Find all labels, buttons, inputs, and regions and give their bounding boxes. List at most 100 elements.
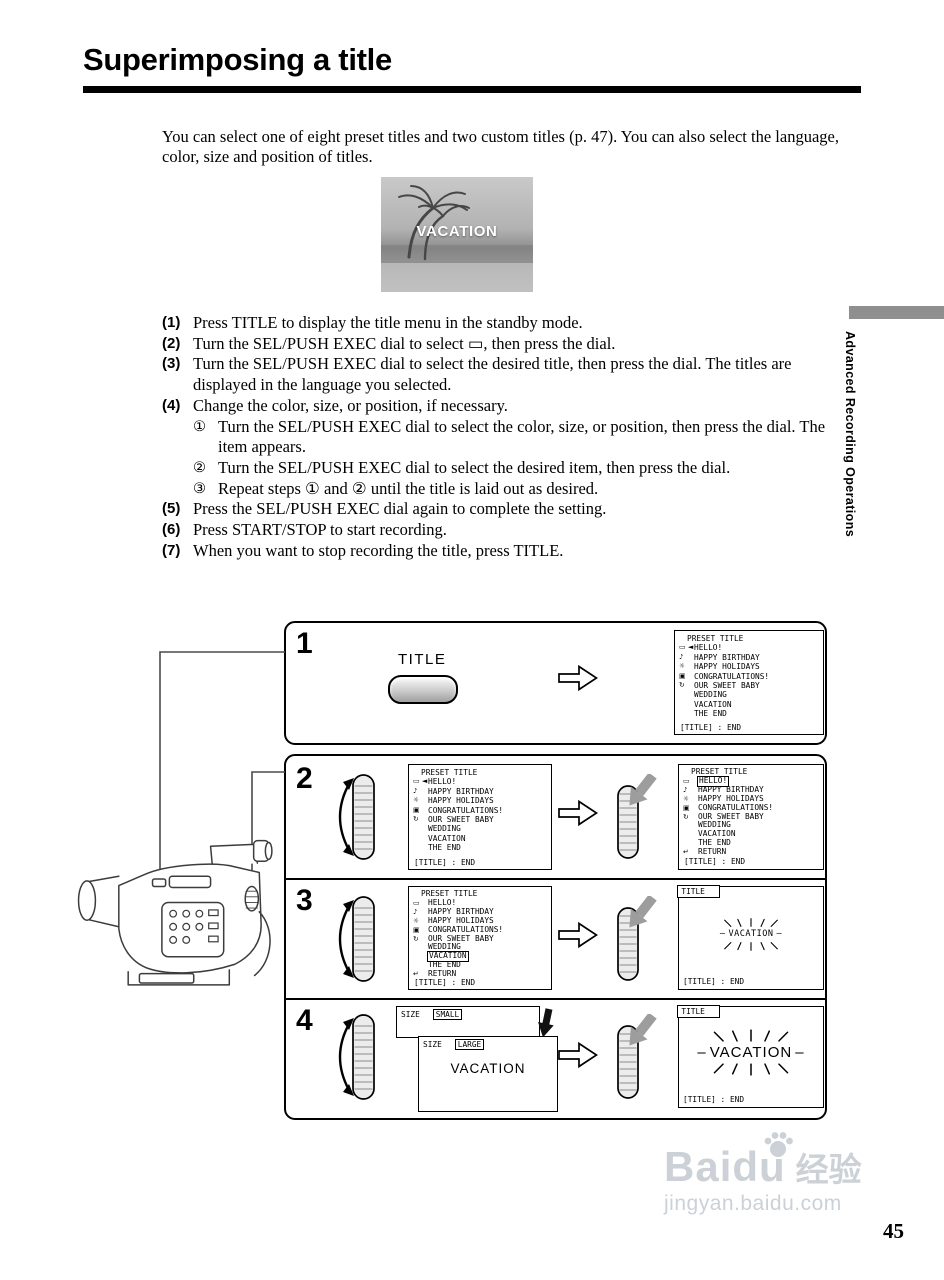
menu-row: ↻ OUR SWEET BABY <box>683 811 820 822</box>
menu-row: ☼ HAPPY HOLIDAYS <box>413 915 548 926</box>
step-text: Press the SEL/PUSH EXEC dial again to co… <box>193 499 607 519</box>
menu-item-icon: ♪ <box>683 785 688 794</box>
menu-item-label: HAPPY BIRTHDAY <box>694 652 760 662</box>
menu-item-label: HELLO! <box>694 643 723 653</box>
baidu-watermark: Bai du 经验 jingyan.baidu.com <box>664 1146 934 1216</box>
diagram-step-number: 3 <box>296 884 313 917</box>
arrow-right-icon <box>558 1040 598 1070</box>
menu-item-icon: ▭ <box>413 777 420 786</box>
title-rule <box>83 86 861 93</box>
menu-item-label: HAPPY BIRTHDAY <box>428 786 494 796</box>
sel-push-exec-dial-rotate-icon <box>336 1010 390 1104</box>
diagram-steps-2-4-box: 2 PRESET TITLE ▭ ◄ HELLO! ♪ HAPPY BIRTHD… <box>284 754 827 1120</box>
row-divider <box>286 998 825 1000</box>
size-value: LARGE <box>457 1040 482 1049</box>
section-tab-label: Advanced Recording Operations <box>843 331 857 538</box>
diagram-step-1-box: 1 TITLE PRESET TITLE ▭ ◄ HELLO! ♪ HAPPY … <box>284 621 827 745</box>
menu-item-label: CONGRATULATIONS! <box>694 671 770 681</box>
step-5: (5) Press the SEL/PUSH EXEC dial again t… <box>162 499 854 520</box>
screen-size-large: SIZE LARGE VACATION <box>418 1036 558 1112</box>
step-text: Press START/STOP to start recording. <box>193 520 447 540</box>
intro-paragraph: You can select one of eight preset title… <box>162 126 839 167</box>
menu-item-icon: ♪ <box>413 907 418 916</box>
menu-item-label: OUR SWEET BABY <box>428 815 494 825</box>
menu-row: THE END <box>413 960 548 970</box>
step-text-wrap: Change the color, size, or position, if … <box>193 396 854 500</box>
watermark-url: jingyan.baidu.com <box>664 1192 842 1215</box>
step-text: Change the color, size, or position, if … <box>193 395 508 415</box>
watermark-brand-cjk: 经验 <box>795 1150 862 1188</box>
title-button-label: TITLE <box>398 651 447 668</box>
menu-item-label: VACATION <box>698 829 736 839</box>
menu-item-label: WEDDING <box>428 824 461 834</box>
menu-row: VACATION <box>413 951 548 961</box>
blink-dash: – <box>719 929 726 939</box>
menu-item-icon: ↻ <box>413 934 419 943</box>
menu-item-icon: ▣ <box>679 671 686 680</box>
sample-photo: VACATION <box>381 177 533 292</box>
menu-list: ▭ ◄ HELLO! ♪ HAPPY BIRTHDAY ☼ HAPPY HOLI… <box>679 643 820 718</box>
menu-row: ♪ HAPPY BIRTHDAY <box>679 653 820 662</box>
menu-item-label: WEDDING <box>428 942 461 952</box>
menu-item-icon: ▭ <box>413 898 420 907</box>
substep-text: Turn the SEL/PUSH EXEC dial to select th… <box>218 457 731 477</box>
menu-item-icon: ↻ <box>413 815 419 824</box>
substep-number: ③ <box>193 480 206 497</box>
screen-title-vacation-large-blinking: TITLE –VACATION– [TITLE] : END <box>677 1005 824 1108</box>
blinking-title: –VACATION– <box>679 917 823 952</box>
diagram-step-number: 4 <box>296 1004 313 1037</box>
menu-item-label: HAPPY HOLIDAYS <box>694 662 760 672</box>
substep-3: ③ Repeat steps ① and ② until the title i… <box>193 479 854 500</box>
menu-item-label: HAPPY BIRTHDAY <box>698 784 764 794</box>
photo-title-overlay: VACATION <box>416 223 498 240</box>
menu-item-icon: ♪ <box>679 652 684 661</box>
screen-footer: [TITLE] : END <box>680 722 742 732</box>
menu-row: ▣ CONGRATULATIONS! <box>683 803 820 813</box>
menu-row: VACATION <box>683 829 820 839</box>
step-number: (2) <box>162 334 181 352</box>
step-2: (2) Turn the SEL/PUSH EXEC dial to selec… <box>162 334 854 355</box>
menu-item-icon: ☼ <box>683 794 690 803</box>
screen-footer: [TITLE] : END <box>683 1094 745 1104</box>
step-3: (3) Turn the SEL/PUSH EXEC dial to selec… <box>162 354 854 395</box>
menu-item-label: RETURN <box>428 969 457 979</box>
menu-item-label: THE END <box>428 843 461 853</box>
screen-preset-title-vacation-selected: PRESET TITLE ▭ HELLO! ♪ HAPPY BIRTHDAY ☼… <box>408 886 552 990</box>
step-number: (1) <box>162 314 181 331</box>
menu-item-label: VACATION <box>694 699 732 709</box>
menu-item-label: OUR SWEET BABY <box>428 933 494 943</box>
menu-item-icon: ▣ <box>413 805 420 814</box>
menu-item-label: HAPPY HOLIDAYS <box>698 793 764 803</box>
blink-dash: – <box>776 929 783 939</box>
title-tag: TITLE <box>677 885 720 899</box>
menu-row: ▣ CONGRATULATIONS! <box>413 924 548 935</box>
menu-item-icon: ♪ <box>413 786 418 795</box>
menu-item-icon: ↻ <box>683 812 689 821</box>
step-text: Press TITLE to display the title menu in… <box>193 313 583 332</box>
menu-item-label: OUR SWEET BABY <box>698 811 764 821</box>
menu-item-icon: ▣ <box>413 925 420 934</box>
menu-row: ▭ HELLO! <box>683 776 820 786</box>
menu-item-label: HAPPY HOLIDAYS <box>428 915 494 925</box>
menu-item-label: HAPPY BIRTHDAY <box>428 906 494 916</box>
substep-text: Turn the SEL/PUSH EXEC dial to select th… <box>218 416 826 457</box>
blink-rays-icon <box>708 1063 794 1076</box>
menu-item-label: HELLO! <box>428 777 457 787</box>
menu-item-label: THE END <box>428 960 461 970</box>
menu-row: ▣ CONGRATULATIONS! <box>413 806 548 815</box>
menu-item-icon: ↵ <box>413 970 419 979</box>
step-text: Turn the SEL/PUSH EXEC dial to select ▭,… <box>193 333 616 353</box>
menu-item-label: CONGRATULATIONS! <box>428 924 504 934</box>
blinking-title: –VACATION– <box>679 1029 823 1076</box>
menu-row: ↵ RETURN <box>683 847 820 857</box>
screen-title-vacation-blinking: TITLE –VACATION– [TITLE] : END <box>677 885 824 990</box>
arrow-right-icon <box>558 663 598 693</box>
blink-rays-icon <box>720 941 782 952</box>
screen-size-small: SIZE SMALL <box>396 1006 540 1038</box>
screen-header: PRESET TITLE <box>421 889 478 898</box>
menu-row: ♪ HAPPY BIRTHDAY <box>683 784 820 795</box>
size-label: SIZE <box>423 1040 442 1049</box>
menu-item-label: THE END <box>698 838 731 848</box>
menu-row: THE END <box>679 709 820 718</box>
